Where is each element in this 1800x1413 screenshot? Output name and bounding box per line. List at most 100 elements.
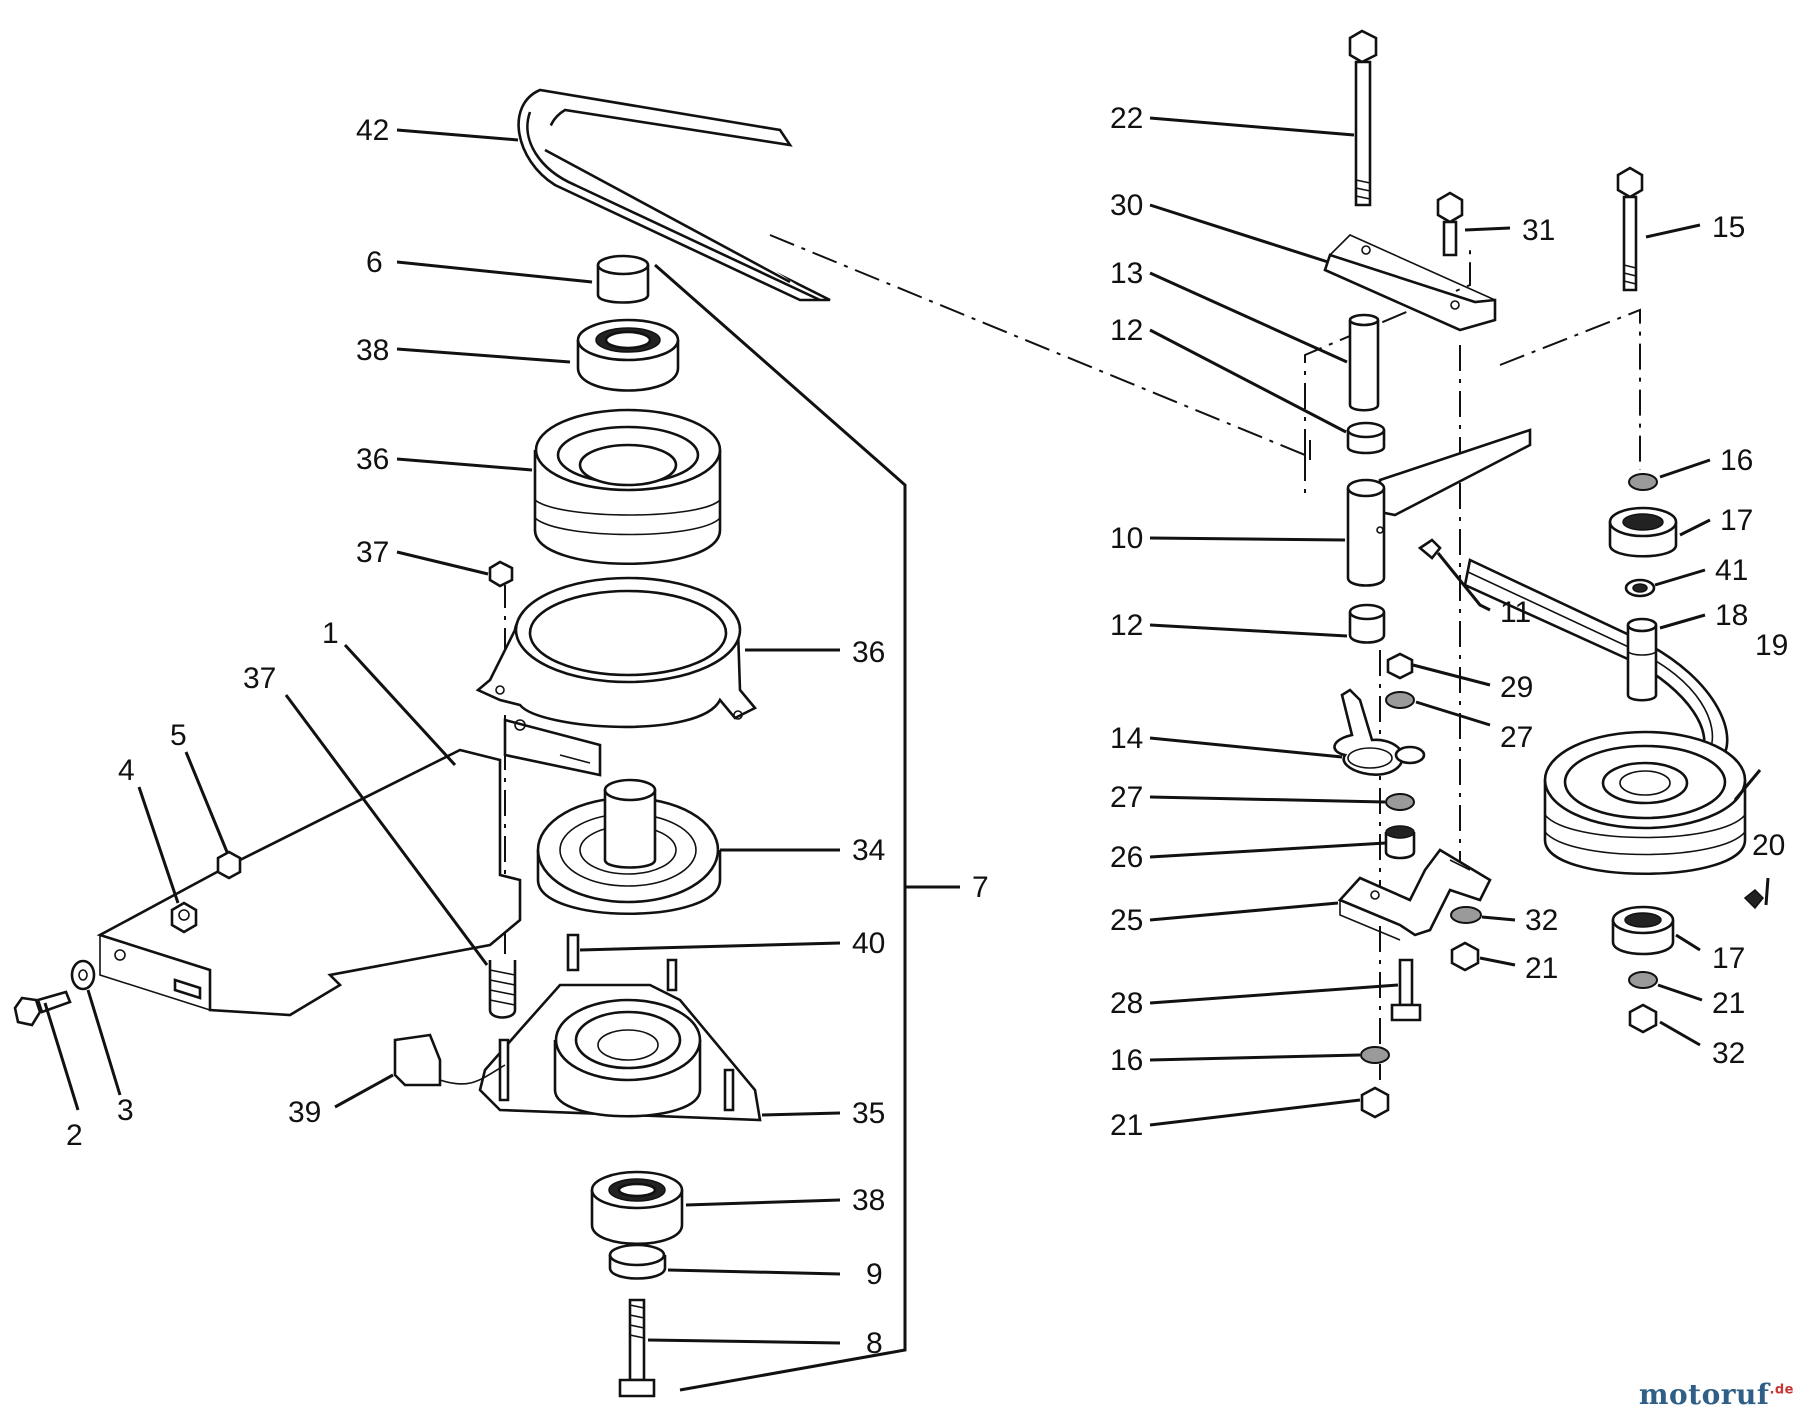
washer-part-41: [1624, 578, 1656, 598]
spacer-part-6: [596, 254, 650, 304]
spacer-tube-part-13: [1348, 313, 1380, 412]
idler-pulley-part-19: [1543, 730, 1747, 876]
callout-31: 31: [1522, 214, 1555, 247]
callout-13: 13: [1110, 257, 1143, 290]
bolt-part-28: [1390, 958, 1422, 1022]
callout-38: 38: [356, 334, 389, 367]
grease-fitting-part-11: [1417, 538, 1442, 560]
callout-27b: 27: [1110, 781, 1143, 814]
bearing-part-38-top: [576, 318, 680, 392]
callout-8: 8: [866, 1327, 883, 1360]
nut-part-21-bottom: [1360, 1086, 1390, 1119]
callout-39: 39: [288, 1096, 321, 1129]
bolt-part-22: [1348, 29, 1378, 207]
callout-4: 4: [118, 754, 135, 787]
nut-part-29: [1386, 652, 1414, 680]
clutch-rotor-part-34: [536, 778, 722, 915]
watermark-text: motoruf: [1638, 1378, 1770, 1411]
nut-part-37: [488, 560, 514, 588]
callout-5: 5: [170, 719, 187, 752]
nut-part-5: [216, 850, 242, 880]
field-coil-part-35: [393, 958, 762, 1122]
nut-part-21-right: [1628, 1003, 1658, 1034]
callout-36: 36: [356, 443, 389, 476]
bracket-part-25: [1337, 848, 1492, 941]
callout-15: 15: [1712, 211, 1745, 244]
callout-14: 14: [1110, 722, 1143, 755]
callout-16b: 21: [1712, 987, 1745, 1020]
torsion-spring-part-14: [1333, 688, 1426, 776]
pivot-tube-part-10: [1346, 478, 1386, 587]
callout-9: 9: [866, 1258, 883, 1291]
v-belt-part-42: [517, 88, 1729, 762]
bearing-part-38-bottom: [590, 1170, 684, 1246]
center-lines: [504, 234, 1641, 1080]
callout-28: 28: [1110, 987, 1143, 1020]
washer-part-16-top: [1628, 473, 1658, 491]
callout-2: 2: [66, 1119, 83, 1152]
callout-32: 32: [1525, 904, 1558, 937]
callout-21b: 32: [1712, 1037, 1745, 1070]
callout-27: 27: [1500, 721, 1533, 754]
washer-part-3: [70, 959, 96, 991]
callout-1: 1: [322, 617, 339, 650]
bolt-part-31: [1436, 191, 1464, 257]
callout-38b: 38: [852, 1184, 885, 1217]
washer-part-32-mid: [1450, 906, 1482, 924]
plate-part-30: [1323, 234, 1497, 332]
washer-part-32-bottom: [1360, 1046, 1390, 1064]
callout-36b: 36: [852, 636, 885, 669]
nut-part-21-mid: [1450, 941, 1480, 972]
callout-25: 25: [1110, 904, 1143, 937]
bracket-leader-part-7: [654, 263, 907, 1392]
callout-17: 17: [1720, 504, 1753, 537]
callout-42: 42: [356, 114, 389, 147]
bearing-part-17-top: [1608, 506, 1678, 558]
leader-lines: [43, 116, 1770, 1345]
callout-12: 12: [1110, 314, 1143, 347]
bushing-part-12-top: [1346, 421, 1386, 455]
callout-6: 6: [366, 246, 383, 279]
callout-11: 11: [1500, 596, 1531, 629]
washer-part-16-bottom: [1628, 971, 1658, 989]
washer-part-27-top: [1385, 691, 1415, 709]
callout-22: 22: [1110, 102, 1143, 135]
pin-part-40: [566, 933, 580, 972]
callout-29: 29: [1500, 671, 1533, 704]
callout-19: 19: [1755, 629, 1788, 662]
callout-37: 37: [356, 536, 389, 569]
bracket-part-1: [96, 718, 602, 1017]
callout-40: 40: [852, 927, 885, 960]
callout-35: 35: [852, 1097, 885, 1130]
callout-34: 34: [852, 834, 885, 867]
watermark-suffix: .de: [1769, 1382, 1794, 1398]
bearing-part-17-bottom: [1611, 905, 1675, 956]
callout-labels: 42 6 38 36 37 36 1 37 5 4 2 3 34 40 39 3…: [66, 102, 1788, 1360]
callout-18: 18: [1715, 599, 1748, 632]
washer-part-9: [608, 1243, 667, 1280]
callout-7: 7: [972, 871, 989, 904]
callout-20: 20: [1752, 829, 1785, 862]
callout-26: 26: [1110, 841, 1143, 874]
callout-41: 41: [1715, 554, 1748, 587]
brake-plate-part-36: [475, 576, 758, 729]
shaft-part-18: [1626, 617, 1658, 702]
callout-21c: 21: [1110, 1109, 1143, 1142]
callout-37b: 37: [243, 662, 276, 695]
callout-16: 16: [1720, 444, 1753, 477]
callout-17b: 17: [1712, 942, 1745, 975]
idler-arm-plate: [1378, 428, 1532, 517]
callout-10: 10: [1110, 522, 1143, 555]
callout-12b: 12: [1110, 609, 1143, 642]
bolt-part-8: [618, 1298, 656, 1398]
watermark-logo: motoruf.de: [1639, 1378, 1794, 1411]
callout-21: 21: [1525, 952, 1558, 985]
pulley-part-36: [533, 408, 722, 565]
callout-32b: 16: [1110, 1044, 1143, 1077]
callout-30: 30: [1110, 189, 1143, 222]
callout-3: 3: [117, 1094, 134, 1127]
bolt-part-2: [13, 990, 72, 1027]
nut-part-4: [170, 901, 198, 934]
